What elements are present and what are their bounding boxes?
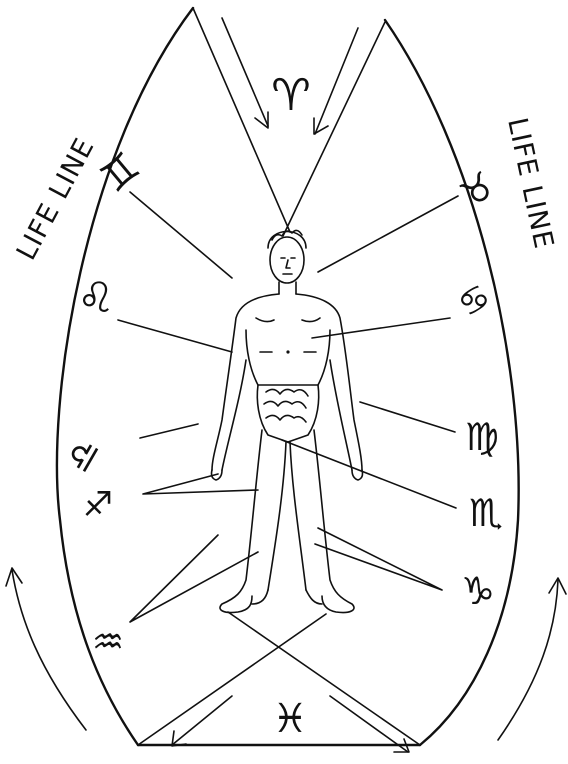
- ray-leo: [118, 320, 232, 352]
- bottom-x-line-b: [228, 612, 420, 745]
- figure-left-leg: [220, 430, 262, 613]
- capricorn-sign: ♑: [461, 569, 495, 613]
- aries-sign: ♈: [271, 70, 310, 121]
- cancer-sign: ♋: [451, 276, 499, 326]
- ray-taurus: [318, 196, 458, 272]
- ray-sagittarius: [143, 474, 258, 494]
- ray-scorpio: [282, 440, 456, 508]
- side-arrow-right: [498, 580, 558, 740]
- outline-left-arc: [57, 8, 193, 745]
- scorpio-sign: ♏: [469, 491, 503, 535]
- human-figure: [212, 230, 363, 612]
- figure-torso-right: [318, 330, 330, 385]
- ray-aquarius: [130, 535, 258, 622]
- sagittarius-sign: ♐: [83, 485, 113, 525]
- bottom-arrow-right: [330, 696, 408, 752]
- ray-capricorn: [315, 528, 442, 590]
- outline-right-arc: [385, 20, 519, 745]
- ray-virgo: [360, 402, 455, 432]
- figure-head: [270, 237, 304, 283]
- ray-cancer: [312, 318, 450, 338]
- leo-sign: ♌: [77, 273, 115, 322]
- figure-right-leg: [314, 430, 354, 613]
- top-arrow-right: [315, 28, 358, 134]
- virgo-sign: ♍: [465, 415, 499, 459]
- figure-loincloth: [257, 385, 318, 442]
- top-v-line-right: [283, 22, 385, 236]
- ray-gemini: [130, 192, 232, 278]
- pisces-sign: ♓: [272, 696, 308, 742]
- top-arrow-left: [222, 18, 268, 126]
- side-arrow-left: [12, 570, 86, 730]
- bottom-arrow-left: [172, 696, 232, 745]
- aquarius-sign: ♒: [92, 622, 124, 663]
- ray-libra: [140, 424, 198, 438]
- life-line-label-right: LIFE LINE: [501, 115, 559, 252]
- figure-torso-left: [246, 330, 258, 385]
- libra-sign: ♎: [57, 432, 109, 480]
- figure-left-arm: [212, 294, 279, 470]
